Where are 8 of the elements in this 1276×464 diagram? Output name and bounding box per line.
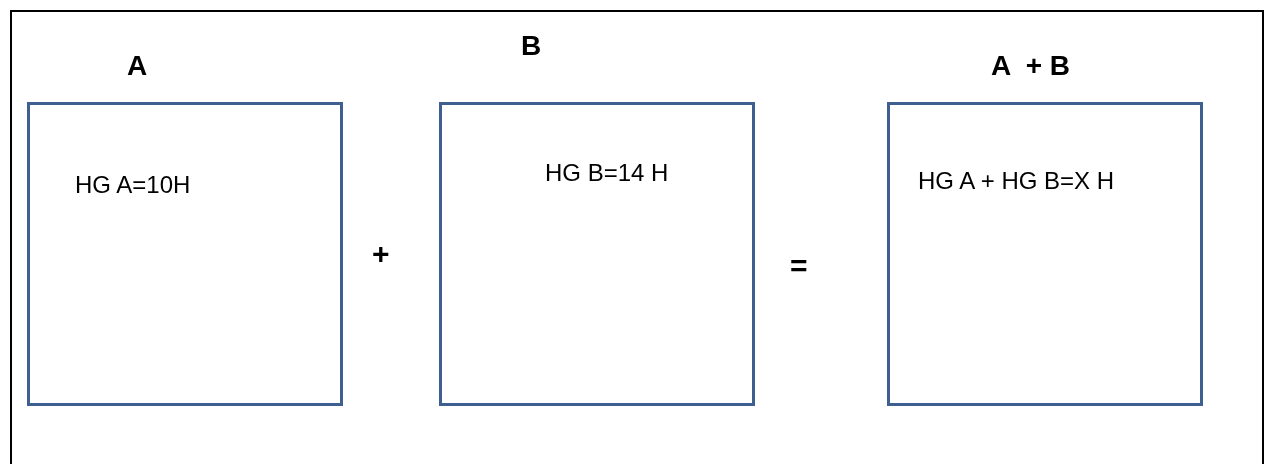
- operator-sign: +: [372, 238, 390, 270]
- box-text: HG A=10H: [75, 171, 191, 199]
- operator-sign: =: [790, 250, 808, 282]
- box-text: HG B=14 H: [545, 159, 669, 187]
- box-heading: A: [127, 50, 148, 82]
- box-heading: A + B: [991, 50, 1071, 82]
- box-text: HG A + HG B=X H: [918, 167, 1115, 195]
- box-heading: B: [521, 30, 542, 62]
